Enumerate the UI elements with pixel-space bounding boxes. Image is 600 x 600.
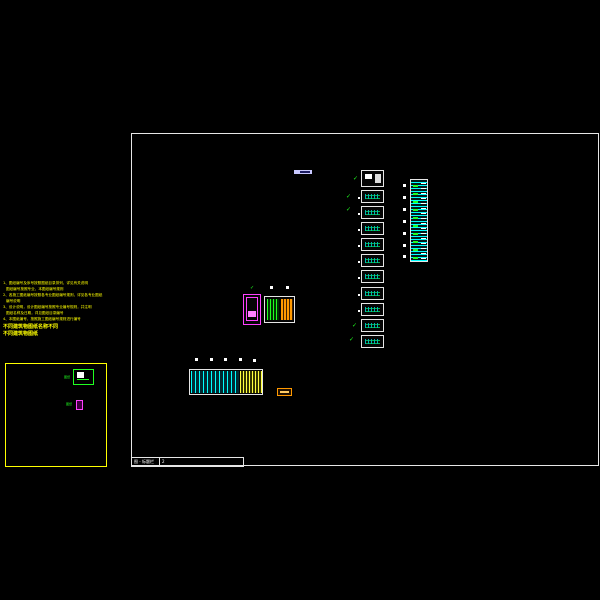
sheet-fill bbox=[281, 299, 293, 320]
note-line: 2、各施工图纸编号按照各专业图纸编号规则，详见各专业图纸 bbox=[3, 293, 103, 297]
frame-label-text bbox=[300, 171, 310, 173]
title-block: 图 - 标题栏 2 bbox=[131, 457, 244, 467]
row-marker bbox=[358, 197, 360, 199]
sheet-fill bbox=[413, 182, 418, 259]
row-marker bbox=[358, 310, 360, 312]
note-line: 图纸编号按照专业，本图纸编号规则 bbox=[6, 287, 64, 291]
sheet-fill bbox=[267, 299, 279, 320]
sheet-thumbnail bbox=[361, 254, 384, 267]
check-mark-icon: ✓ bbox=[250, 285, 255, 291]
title-block-right-text: 2 bbox=[162, 459, 165, 464]
sheet-marker bbox=[210, 358, 213, 361]
thumbnail-line bbox=[77, 379, 89, 380]
sheet-thumbnail bbox=[361, 270, 384, 283]
row-marker bbox=[403, 232, 406, 235]
row-marker bbox=[403, 196, 406, 199]
row-marker bbox=[358, 277, 360, 279]
sheet-fill bbox=[375, 174, 381, 183]
key-plan-thumbnail bbox=[76, 400, 83, 410]
sheet-marker bbox=[195, 358, 198, 361]
sheet-marker bbox=[253, 359, 256, 362]
note-line: 1、图纸编号及序号按照图纸目录排列，详见有关说明 bbox=[3, 281, 88, 285]
sheet-thumbnail bbox=[410, 179, 428, 262]
note-line: 编号说明 bbox=[6, 299, 21, 303]
sheet-thumbnail bbox=[361, 287, 384, 300]
row-marker bbox=[358, 229, 360, 231]
sheet-fill bbox=[421, 182, 426, 259]
sheet-thumbnail bbox=[361, 190, 384, 203]
thumbnail-fill bbox=[77, 372, 84, 378]
title-block-divider bbox=[159, 458, 160, 466]
sheet-marker bbox=[270, 286, 273, 289]
sheet-fill bbox=[365, 174, 372, 179]
note-heading: 不同建筑物图纸 bbox=[3, 331, 39, 337]
row-marker bbox=[403, 208, 406, 211]
sheet-marker bbox=[286, 286, 289, 289]
sheet-thumbnail bbox=[361, 222, 384, 235]
row-marker bbox=[358, 245, 360, 247]
sheet-fill bbox=[191, 371, 239, 393]
key-plan-label: 图纸 bbox=[64, 375, 71, 379]
sheet-thumbnail bbox=[361, 238, 384, 251]
sheet-thumbnail bbox=[361, 303, 384, 316]
sheet-thumbnail bbox=[361, 335, 384, 348]
row-marker bbox=[403, 255, 406, 258]
notes-block: 1、图纸编号及序号按照图纸目录排列，详见有关说明 图纸编号按照专业，本图纸编号规… bbox=[3, 280, 115, 339]
sheet-thumbnail bbox=[361, 319, 384, 332]
note-line: 3、设计说明，设计图纸编号按照专业编号规则，并注明 bbox=[3, 305, 92, 309]
key-plan-label: 图纸 bbox=[66, 402, 73, 406]
check-mark-icon: ✓ bbox=[349, 336, 355, 343]
check-mark-icon: ✓ bbox=[346, 193, 352, 200]
row-marker bbox=[403, 244, 406, 247]
check-mark-icon: ✓ bbox=[352, 322, 358, 329]
sheet-fill bbox=[240, 371, 262, 393]
row-marker bbox=[358, 294, 360, 296]
row-marker bbox=[358, 261, 360, 263]
row-marker bbox=[403, 220, 406, 223]
title-block-left-text: 图 - 标题栏 bbox=[134, 459, 154, 464]
sheet-thumbnail bbox=[243, 294, 261, 325]
sheet-thumbnail bbox=[361, 206, 384, 219]
sheet-thumbnail bbox=[361, 170, 384, 187]
check-mark-icon: ✓ bbox=[346, 206, 352, 213]
note-heading: 不同建筑物图纸名称不同 bbox=[3, 324, 59, 330]
check-mark-icon: ✓ bbox=[353, 175, 359, 182]
sheet-marker bbox=[239, 358, 242, 361]
sheet-fill bbox=[248, 311, 256, 317]
note-line: 4、本图纸编号，按照施工图纸编号规则进行编号 bbox=[3, 317, 81, 321]
sheet-inner bbox=[246, 297, 258, 321]
drawing-frame bbox=[131, 133, 599, 466]
row-marker bbox=[403, 184, 406, 187]
sheet-fill bbox=[280, 391, 289, 393]
sheet-thumbnail bbox=[189, 369, 263, 395]
row-marker bbox=[358, 213, 360, 215]
sheet-thumbnail bbox=[277, 388, 292, 396]
key-plan-box bbox=[5, 363, 107, 467]
sheet-marker bbox=[224, 358, 227, 361]
sheet-thumbnail bbox=[264, 296, 295, 323]
note-line: 图纸名称及日期，详见图纸目录编号 bbox=[6, 311, 64, 315]
key-plan-thumbnail bbox=[73, 369, 94, 385]
